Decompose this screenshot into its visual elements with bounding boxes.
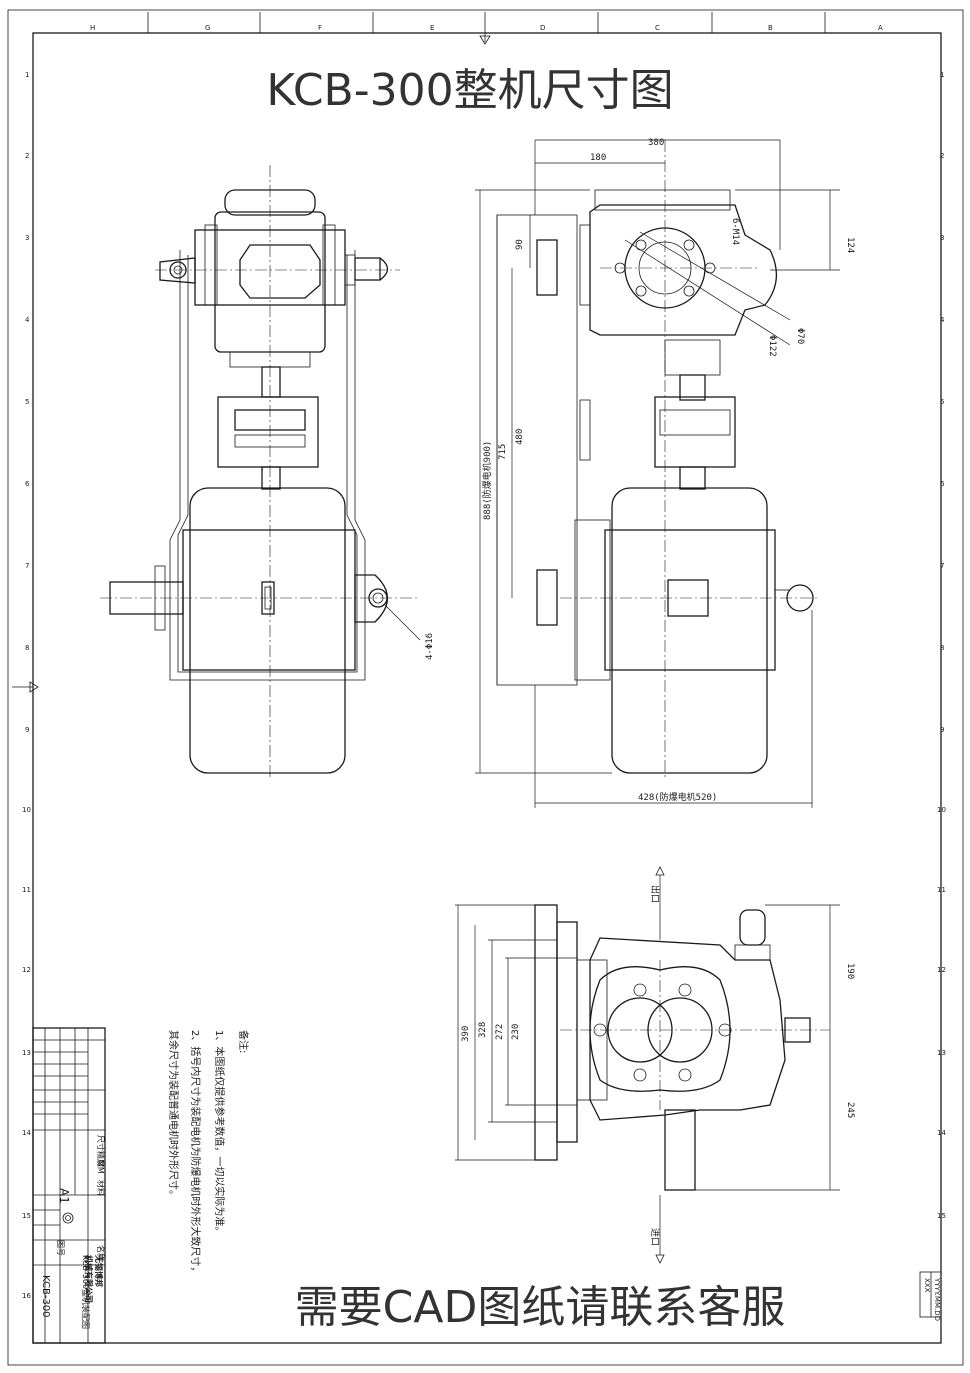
- zone-number: 13: [22, 1049, 31, 1057]
- notes-line-2: 2、括号内尺寸为装配电机为防爆电机时外形大致尺寸，: [189, 1030, 202, 1276]
- zone-number: 14: [22, 1129, 31, 1137]
- dim-phi122: Φ122: [767, 335, 777, 357]
- zone-number: 15: [22, 1212, 31, 1220]
- notes-line-3: 其余尺寸为装配普通电机时外形尺寸。: [167, 1030, 180, 1200]
- dim-328: 328: [478, 1022, 488, 1038]
- outlet-label: 出口: [649, 885, 661, 903]
- dim-230: 230: [511, 1024, 521, 1040]
- zone-number: 10: [937, 806, 946, 814]
- zone-letter: D: [540, 24, 545, 32]
- dim-390: 390: [461, 1026, 471, 1042]
- zone-letter: E: [430, 24, 434, 32]
- zone-number: 3: [940, 234, 944, 242]
- sheet-outer-border: [7, 9, 964, 1366]
- footer-banner: 需要CAD图纸请联系客服: [295, 1282, 786, 1333]
- dim-6-m14: 6-M14: [730, 218, 740, 245]
- dim-715: 715: [498, 444, 508, 460]
- tb-company-1: 无锡博邦: [94, 1254, 104, 1287]
- notes-heading: 备注:: [237, 1030, 250, 1053]
- zone-number: 9: [940, 726, 944, 734]
- tb-name-label: 名称: [96, 1245, 106, 1261]
- dim-480: 480: [515, 429, 525, 445]
- tb-size: A1: [57, 1188, 71, 1204]
- zone-letter: A: [878, 24, 883, 32]
- notes-block: 备注: 1、本图纸仅提供参考数值，一切以实际为准。 2、括号内尺寸为装配电机为防…: [167, 1030, 250, 1276]
- corner-info-box: XXX YYYY.MM.DD: [919, 1271, 942, 1321]
- notes-line-1: 1、本图纸仅提供参考数值，一切以实际为准。: [213, 1030, 226, 1236]
- zone-number: 11: [22, 886, 31, 894]
- tb-weight-label: 尺寸精度: [96, 1135, 106, 1167]
- zone-number: 3: [25, 234, 29, 242]
- tb-unit: MM: [96, 1160, 105, 1174]
- side-view: 380 180 124 90 480 715 888(防爆电机900) 6-M1…: [475, 138, 855, 808]
- dim-380: 380: [648, 138, 664, 148]
- dim-428: 428(防爆电机520): [638, 791, 717, 803]
- zone-number: 8: [940, 644, 944, 652]
- zone-number: 2: [940, 152, 944, 160]
- zone-letter: C: [655, 24, 660, 32]
- zone-number: 15: [937, 1212, 946, 1220]
- zone-number: 6: [940, 480, 945, 488]
- corner-line-2: YYYY.MM.DD: [933, 1277, 941, 1321]
- front-view: 4-Φ16: [100, 165, 435, 780]
- zone-letter: F: [318, 24, 322, 32]
- dim-190: 190: [845, 963, 855, 979]
- dim-245: 245: [845, 1102, 855, 1118]
- dim-124: 124: [845, 237, 855, 253]
- tb-code-label: 图号: [56, 1240, 65, 1256]
- inlet-label: 进口: [649, 1228, 660, 1246]
- zone-number: 16: [22, 1292, 31, 1300]
- zone-letter: H: [90, 24, 95, 32]
- corner-line-1: XXX: [923, 1278, 931, 1293]
- zone-number: 12: [937, 966, 946, 974]
- title-block: 材料 尺寸精度 MM A1 名称 KCB-300整机装配图 无锡博邦 机械有限公…: [32, 1027, 106, 1344]
- zone-number: 10: [22, 806, 31, 814]
- dim-4-phi16: 4-Φ16: [425, 633, 435, 660]
- tb-code: KCB-300: [40, 1275, 51, 1318]
- zone-number: 5: [25, 398, 29, 406]
- dim-phi70: Φ70: [795, 328, 805, 344]
- pump-plan-view: 190 245 390 328 272 230 出口 进口: [455, 866, 855, 1264]
- zone-letter: G: [205, 24, 210, 32]
- zone-number: 4: [940, 316, 945, 324]
- zone-number: 1: [25, 71, 29, 79]
- zone-number: 6: [25, 480, 30, 488]
- zone-letter: B: [768, 24, 773, 32]
- zone-number: 9: [25, 726, 29, 734]
- dim-888: 888(防爆电机900): [481, 441, 493, 520]
- zone-number: 13: [937, 1049, 946, 1057]
- dim-180: 180: [590, 153, 606, 163]
- dim-90: 90: [515, 239, 525, 250]
- zone-number: 12: [22, 966, 31, 974]
- tb-company-2: 机械有限公司: [84, 1255, 94, 1303]
- dim-272: 272: [495, 1024, 505, 1040]
- zone-number: 1: [940, 71, 944, 79]
- zone-number: 14: [937, 1129, 946, 1137]
- tb-drawing-name: KCB-300整机装配图: [81, 1255, 91, 1329]
- zone-number: 7: [25, 562, 29, 570]
- zone-number: 11: [937, 886, 946, 894]
- side-zone-markers: 1 2 3 4 5 6 7 8 9 10 11 12 13 14 15 16 1…: [12, 71, 946, 1300]
- top-zone-markers: H G F E D C B A: [90, 12, 883, 45]
- zone-number: 8: [25, 644, 29, 652]
- zone-number: 7: [940, 562, 944, 570]
- drawing-title: KCB-300整机尺寸图: [266, 65, 673, 116]
- tb-material-label: 材料: [96, 1180, 106, 1196]
- zone-number: 5: [940, 398, 944, 406]
- zone-number: 4: [25, 316, 30, 324]
- zone-number: 2: [25, 152, 29, 160]
- sheet-inner-frame: [32, 32, 942, 1344]
